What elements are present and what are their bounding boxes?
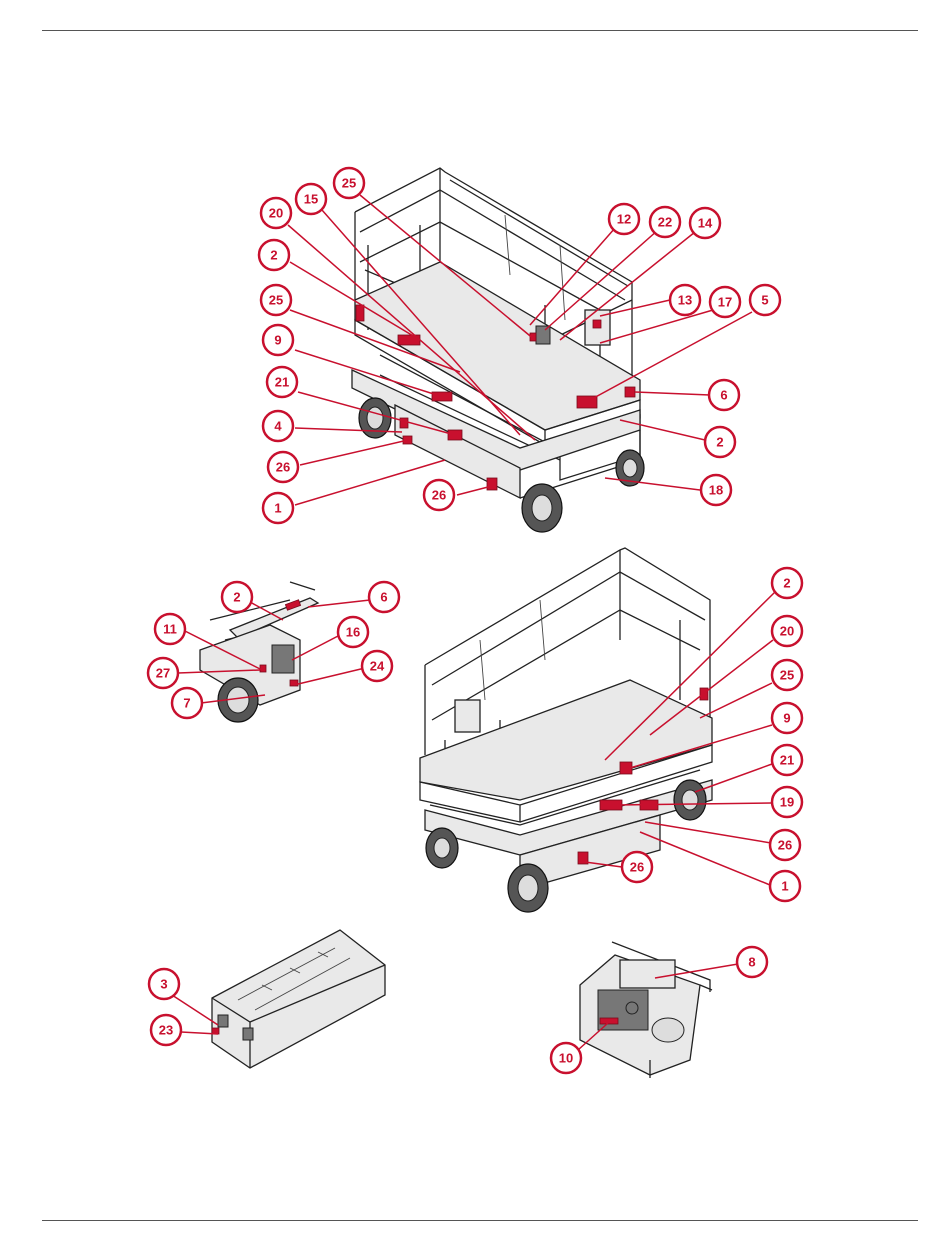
callout-2c: 2: [222, 582, 252, 612]
svg-text:25: 25: [342, 176, 356, 191]
svg-text:20: 20: [780, 624, 794, 639]
svg-text:22: 22: [658, 215, 672, 230]
svg-text:26: 26: [432, 488, 446, 503]
callout-14: 14: [690, 208, 720, 238]
svg-text:9: 9: [274, 333, 281, 348]
callout-6: 6: [709, 380, 739, 410]
callout-21b: 21: [772, 745, 802, 775]
svg-text:10: 10: [559, 1051, 573, 1066]
svg-text:6: 6: [720, 388, 727, 403]
callout-5: 5: [750, 285, 780, 315]
callout-20b: 20: [772, 616, 802, 646]
svg-text:1: 1: [781, 879, 788, 894]
callout-20: 20: [261, 198, 291, 228]
callout-7: 7: [172, 688, 202, 718]
callout-11: 11: [155, 614, 185, 644]
svg-text:15: 15: [304, 192, 318, 207]
svg-text:4: 4: [274, 419, 282, 434]
svg-text:7: 7: [183, 696, 190, 711]
svg-text:19: 19: [780, 795, 794, 810]
svg-text:16: 16: [346, 625, 360, 640]
svg-text:2: 2: [270, 248, 277, 263]
svg-text:2: 2: [233, 590, 240, 605]
callout-2b: 2: [705, 427, 735, 457]
callout-9: 9: [263, 325, 293, 355]
svg-text:21: 21: [780, 753, 794, 768]
svg-text:25: 25: [269, 293, 283, 308]
callout-6b: 6: [369, 582, 399, 612]
svg-text:2: 2: [716, 435, 723, 450]
callout-23: 23: [151, 1015, 181, 1045]
callout-3: 3: [149, 969, 179, 999]
callout-16: 16: [338, 617, 368, 647]
svg-text:11: 11: [163, 622, 177, 637]
callout-25: 25: [334, 168, 364, 198]
svg-text:13: 13: [678, 293, 692, 308]
callout-19: 19: [772, 787, 802, 817]
callout-17: 17: [710, 287, 740, 317]
callout-26: 26: [268, 452, 298, 482]
callout-15: 15: [296, 184, 326, 214]
svg-text:6: 6: [380, 590, 387, 605]
svg-text:18: 18: [709, 483, 723, 498]
callout-26d: 26: [622, 852, 652, 882]
svg-text:2: 2: [783, 576, 790, 591]
callout-24: 24: [362, 651, 392, 681]
tray-detail-illustration: [212, 930, 385, 1068]
svg-text:26: 26: [630, 860, 644, 875]
svg-text:3: 3: [160, 977, 167, 992]
battery-detail-illustration: [580, 942, 712, 1078]
callout-10: 10: [551, 1043, 581, 1073]
svg-text:17: 17: [718, 295, 732, 310]
callout-18: 18: [701, 475, 731, 505]
callout-25c: 25: [772, 660, 802, 690]
svg-text:5: 5: [761, 293, 768, 308]
svg-text:1: 1: [274, 501, 281, 516]
svg-text:27: 27: [156, 666, 170, 681]
callout-13: 13: [670, 285, 700, 315]
callout-26c: 26: [770, 830, 800, 860]
svg-text:25: 25: [780, 668, 794, 683]
svg-text:23: 23: [159, 1023, 173, 1038]
svg-text:21: 21: [275, 375, 289, 390]
callout-21: 21: [267, 367, 297, 397]
lift-illustration-top: [352, 168, 644, 532]
lift-illustration-rear: [420, 548, 712, 912]
svg-text:26: 26: [778, 838, 792, 853]
svg-text:12: 12: [617, 212, 631, 227]
callout-4: 4: [263, 411, 293, 441]
callout-27: 27: [148, 658, 178, 688]
callout-12: 12: [609, 204, 639, 234]
callout-9b: 9: [772, 703, 802, 733]
callout-26b: 26: [424, 480, 454, 510]
svg-text:9: 9: [783, 711, 790, 726]
callout-1: 1: [263, 493, 293, 523]
svg-text:8: 8: [748, 955, 755, 970]
svg-text:14: 14: [698, 216, 713, 231]
svg-text:24: 24: [370, 659, 385, 674]
svg-text:20: 20: [269, 206, 283, 221]
callout-22: 22: [650, 207, 680, 237]
callout-25b: 25: [261, 285, 291, 315]
callout-1b: 1: [770, 871, 800, 901]
callout-2: 2: [259, 240, 289, 270]
svg-text:26: 26: [276, 460, 290, 475]
callout-2d: 2: [772, 568, 802, 598]
callout-8: 8: [737, 947, 767, 977]
callouts-tray: 3 23: [149, 969, 181, 1045]
